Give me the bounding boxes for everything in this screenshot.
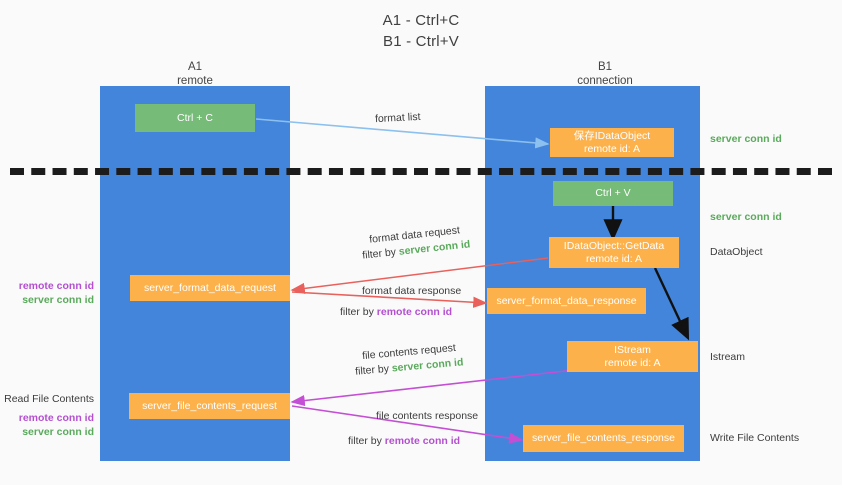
filter-prefix: filter by (361, 245, 400, 262)
filter-prefix: filter by (348, 435, 385, 447)
edge-label-format-list: format list (374, 110, 421, 126)
node-save-idataobject-remote-id: remote id: A (583, 142, 641, 155)
annotation-remote-conn-id-lower: remote conn id (18, 412, 94, 424)
node-ctrl-c-label: Ctrl + C (177, 111, 213, 124)
node-idataobject-getdata-remote-id: remote id: A (585, 252, 643, 265)
node-save-idataobject-label: 保存IDataObject (573, 129, 651, 142)
node-server-format-data-request[interactable]: server_format_data_request (130, 275, 290, 301)
annotation-dataobject: DataObject (710, 246, 763, 258)
filter-prefix: filter by (340, 306, 377, 318)
node-istream[interactable]: IStream remote id: A (567, 341, 698, 372)
column-b1-subtitle: connection (577, 75, 633, 87)
edge-label-format-data-response-filter: filter by remote conn id (340, 305, 452, 319)
node-ctrl-v-label: Ctrl + V (595, 187, 631, 199)
annotation-remote-conn-id-upper: remote conn id (18, 280, 94, 292)
annotation-server-conn-id-upper: server conn id (22, 294, 94, 306)
node-save-idataobject[interactable]: 保存IDataObject remote id: A (550, 128, 674, 157)
edge-label-file-contents-response-filter: filter by remote conn id (348, 434, 460, 448)
annotation-read-file-contents: Read File Contents (4, 393, 94, 405)
filter-key-remote-conn-id: remote conn id (384, 435, 461, 447)
node-istream-label: IStream (614, 343, 651, 356)
annotation-server-conn-id-top: server conn id (710, 133, 782, 145)
node-ctrl-v[interactable]: Ctrl + V (553, 181, 673, 206)
node-server-file-contents-response-label: server_file_contents_response (531, 432, 675, 444)
title-line-2: B1 - Ctrl+V (383, 33, 459, 50)
node-server-format-data-response[interactable]: server_format_data_response (487, 288, 646, 314)
column-a1-name: A1 (187, 61, 203, 73)
diagram-title: A1 - Ctrl+C B1 - Ctrl+V (0, 10, 842, 52)
node-server-file-contents-request[interactable]: server_file_contents_request (129, 393, 290, 419)
phase-divider (10, 168, 832, 175)
title-line-1: A1 - Ctrl+C (382, 12, 460, 29)
annotation-write-file-contents: Write File Contents (710, 432, 800, 444)
annotation-server-conn-id-lower: server conn id (22, 426, 94, 438)
annotation-istream: Istream (710, 351, 746, 363)
filter-prefix: filter by (354, 362, 393, 378)
column-header-a1: A1 remote (115, 60, 275, 88)
column-a1-subtitle: remote (177, 75, 213, 87)
node-server-format-data-response-label: server_format_data_response (496, 294, 637, 307)
node-idataobject-getdata[interactable]: IDataObject::GetData remote id: A (549, 237, 679, 268)
node-idataobject-getdata-label: IDataObject::GetData (563, 239, 665, 252)
node-istream-remote-id: remote id: A (604, 356, 661, 369)
node-server-file-contents-request-label: server_file_contents_request (142, 399, 277, 412)
node-server-file-contents-response[interactable]: server_file_contents_response (523, 425, 684, 452)
column-header-b1: B1 connection (525, 60, 685, 88)
annotation-server-conn-id-second: server conn id (710, 211, 782, 223)
filter-key-remote-conn-id: remote conn id (376, 306, 453, 318)
edge-label-file-contents-response: file contents response (376, 410, 479, 422)
node-server-format-data-request-label: server_format_data_request (144, 281, 276, 294)
column-b1-name: B1 (597, 61, 613, 73)
edge-label-format-data-response: format data response (362, 285, 462, 297)
node-ctrl-c[interactable]: Ctrl + C (135, 104, 255, 132)
